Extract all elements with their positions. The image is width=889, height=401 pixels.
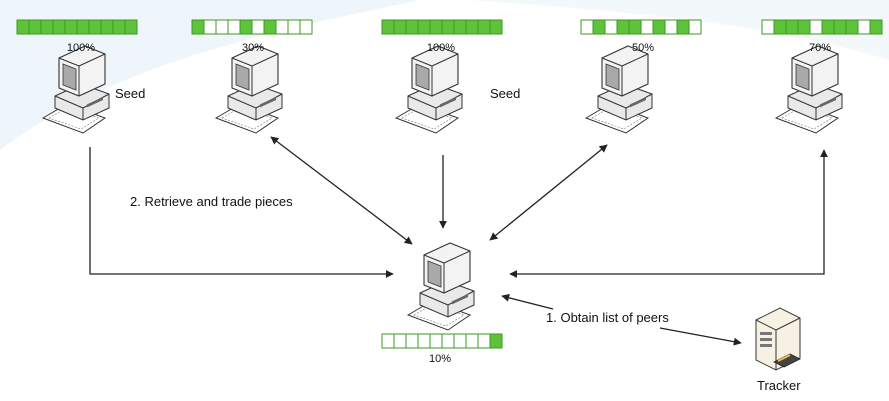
trade-annotation: 2. Retrieve and trade pieces (130, 194, 293, 209)
piece-filled (453, 19, 467, 35)
arrow-peer5-client (509, 149, 828, 278)
piece-empty (761, 19, 775, 35)
piece-empty (857, 19, 871, 35)
piece-filled (616, 19, 630, 35)
piece-filled (441, 19, 455, 35)
arrow-peer2-client (270, 136, 413, 245)
peer-1-percent: 100% (66, 42, 96, 54)
piece-filled (465, 19, 479, 35)
piece-empty (664, 19, 678, 35)
obtain-annotation: 1. Obtain list of peers (546, 310, 669, 325)
piece-filled (417, 19, 431, 35)
piece-filled (393, 19, 407, 35)
piece-empty (809, 19, 823, 35)
piece-empty (688, 19, 702, 35)
piece-empty (381, 333, 395, 349)
piece-filled (28, 19, 42, 35)
piece-filled (797, 19, 811, 35)
peer-5-percent: 70% (808, 42, 832, 54)
piece-empty (640, 19, 654, 35)
piece-filled (239, 19, 253, 35)
arrow-seed1-to-client (89, 147, 394, 278)
piece-empty (417, 333, 431, 349)
peer-2-percent: 30% (241, 42, 265, 54)
piece-filled (263, 19, 277, 35)
piece-filled (88, 19, 102, 35)
peer-3-piece-bar (381, 19, 503, 35)
piece-empty (299, 19, 313, 35)
piece-empty (251, 19, 265, 35)
piece-filled (100, 19, 114, 35)
piece-empty (393, 333, 407, 349)
piece-filled (381, 19, 395, 35)
piece-filled (112, 19, 126, 35)
piece-filled (821, 19, 835, 35)
piece-filled (489, 333, 503, 349)
piece-filled (592, 19, 606, 35)
peer-4-percent: 50% (631, 42, 655, 54)
arrow-tracker-to-client (501, 293, 554, 310)
piece-filled (676, 19, 690, 35)
piece-filled (773, 19, 787, 35)
arrow-client-to-tracker (659, 327, 742, 346)
piece-empty (405, 333, 419, 349)
piece-empty (215, 19, 229, 35)
background-tint (0, 0, 420, 150)
tracker-label: Tracker (757, 378, 801, 393)
piece-filled (785, 19, 799, 35)
piece-filled (76, 19, 90, 35)
piece-filled (124, 19, 138, 35)
connection-arrows (89, 136, 828, 346)
background-tint (470, 0, 889, 60)
piece-filled (191, 19, 205, 35)
piece-empty (203, 19, 217, 35)
piece-filled (833, 19, 847, 35)
piece-filled (40, 19, 54, 35)
piece-empty (477, 333, 491, 349)
piece-filled (477, 19, 491, 35)
peer-2-piece-bar (191, 19, 313, 35)
piece-filled (489, 19, 503, 35)
server-tower-icon (755, 307, 801, 371)
client-piece-bar (381, 333, 503, 349)
piece-empty (604, 19, 618, 35)
peer-4-piece-bar (580, 19, 702, 35)
seed-label: Seed (115, 86, 146, 101)
piece-empty (441, 333, 455, 349)
peer-1-piece-bar (16, 19, 138, 35)
piece-filled (429, 19, 443, 35)
peer-5-piece-bar (761, 19, 883, 35)
piece-empty (275, 19, 289, 35)
piece-bars (16, 19, 883, 349)
seed-label: Seed (490, 86, 521, 101)
piece-filled (845, 19, 859, 35)
piece-filled (16, 19, 30, 35)
peer-3-percent: 100% (426, 42, 456, 54)
piece-filled (52, 19, 66, 35)
piece-empty (453, 333, 467, 349)
piece-empty (227, 19, 241, 35)
piece-filled (628, 19, 642, 35)
piece-empty (465, 333, 479, 349)
piece-filled (405, 19, 419, 35)
piece-filled (652, 19, 666, 35)
piece-filled (869, 19, 883, 35)
piece-empty (287, 19, 301, 35)
client-percent: 10% (428, 353, 452, 365)
piece-filled (64, 19, 78, 35)
piece-empty (580, 19, 594, 35)
piece-empty (429, 333, 443, 349)
